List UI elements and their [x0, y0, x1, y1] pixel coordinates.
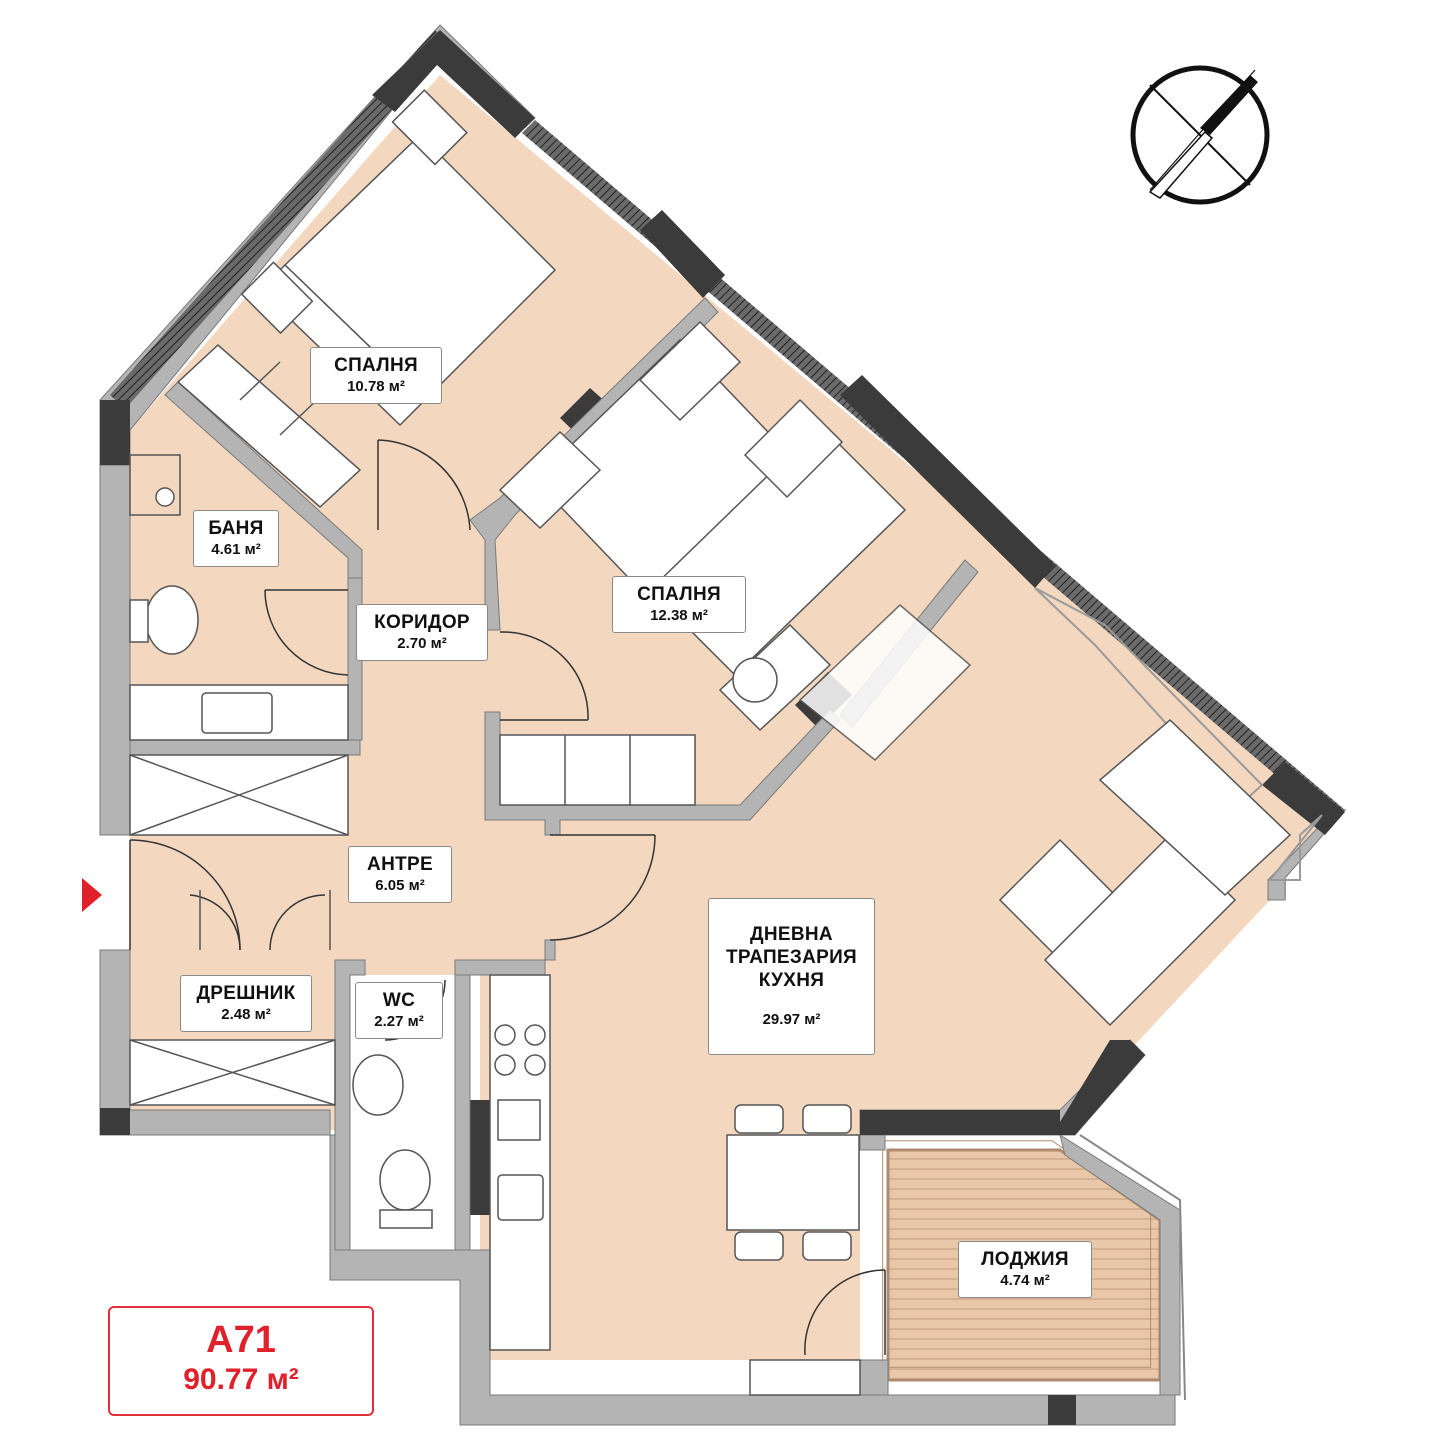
room-name: ДРЕШНИК: [196, 983, 296, 1004]
sink: [497, 1174, 544, 1221]
room-name: ДНЕВНА ТРАПЕЗАРИЯ КУХНЯ: [725, 924, 858, 991]
room-label-hall: АНТРЕ 6.05 м²: [348, 846, 452, 903]
window-frames: [1034, 587, 1323, 900]
room-label-corridor: КОРИДОР 2.70 м²: [356, 604, 488, 661]
room-label-bathroom: БАНЯ 4.61 м²: [193, 510, 279, 567]
unit-total-area: 90.77 м²: [183, 1363, 299, 1396]
microwave: [497, 1099, 541, 1141]
room-label-wardrobe: ДРЕШНИК 2.48 м²: [180, 975, 312, 1032]
room-area: 4.61 м²: [211, 541, 261, 558]
unit-summary-box: A71 90.77 м²: [108, 1306, 374, 1416]
bedroom-wardrobe: [499, 734, 696, 806]
room-label-bedroom-2: СПАЛНЯ 12.38 м²: [612, 576, 746, 633]
bath-toilet: [145, 585, 199, 655]
room-area: 29.97 м²: [762, 1011, 821, 1028]
room-name: СПАЛНЯ: [334, 355, 418, 376]
radiator: [749, 1359, 861, 1396]
nightstand: [498, 430, 602, 530]
room-area: 12.38 м²: [650, 607, 708, 624]
dining-table: [726, 1134, 860, 1231]
room-area: 2.27 м²: [374, 1013, 424, 1030]
room-area: 2.70 м²: [397, 635, 447, 652]
room-name: ЛОДЖИЯ: [981, 1249, 1069, 1270]
sofa: [1043, 833, 1237, 1027]
loggia-railing: [1079, 1134, 1186, 1401]
room-area: 2.48 м²: [221, 1006, 271, 1023]
wc-basin: [352, 1054, 404, 1116]
room-area: 10.78 м²: [347, 378, 405, 395]
sofa-back: [1098, 718, 1292, 897]
room-name: АНТРЕ: [367, 854, 433, 875]
compass-north-icon: [1130, 65, 1270, 205]
room-name: КОРИДОР: [374, 612, 470, 633]
wc-toilet: [379, 1149, 431, 1211]
room-area: 6.05 м²: [375, 877, 425, 894]
room-name: WC: [382, 990, 416, 1011]
room-area: 4.74 м²: [1000, 1272, 1050, 1289]
room-label-wc: WC 2.27 м²: [355, 982, 443, 1039]
entrance-arrow-icon: [82, 878, 102, 912]
wardrobe-unit: [176, 343, 362, 509]
room-name: СПАЛНЯ: [637, 584, 721, 605]
room-label-bedroom-1: СПАЛНЯ 10.78 м²: [310, 347, 442, 404]
room-label-living: ДНЕВНА ТРАПЕЗАРИЯ КУХНЯ 29.97 м²: [708, 898, 875, 1055]
unit-code: A71: [206, 1319, 276, 1361]
room-label-loggia: ЛОДЖИЯ 4.74 м²: [958, 1241, 1092, 1298]
room-name: БАНЯ: [208, 518, 264, 539]
